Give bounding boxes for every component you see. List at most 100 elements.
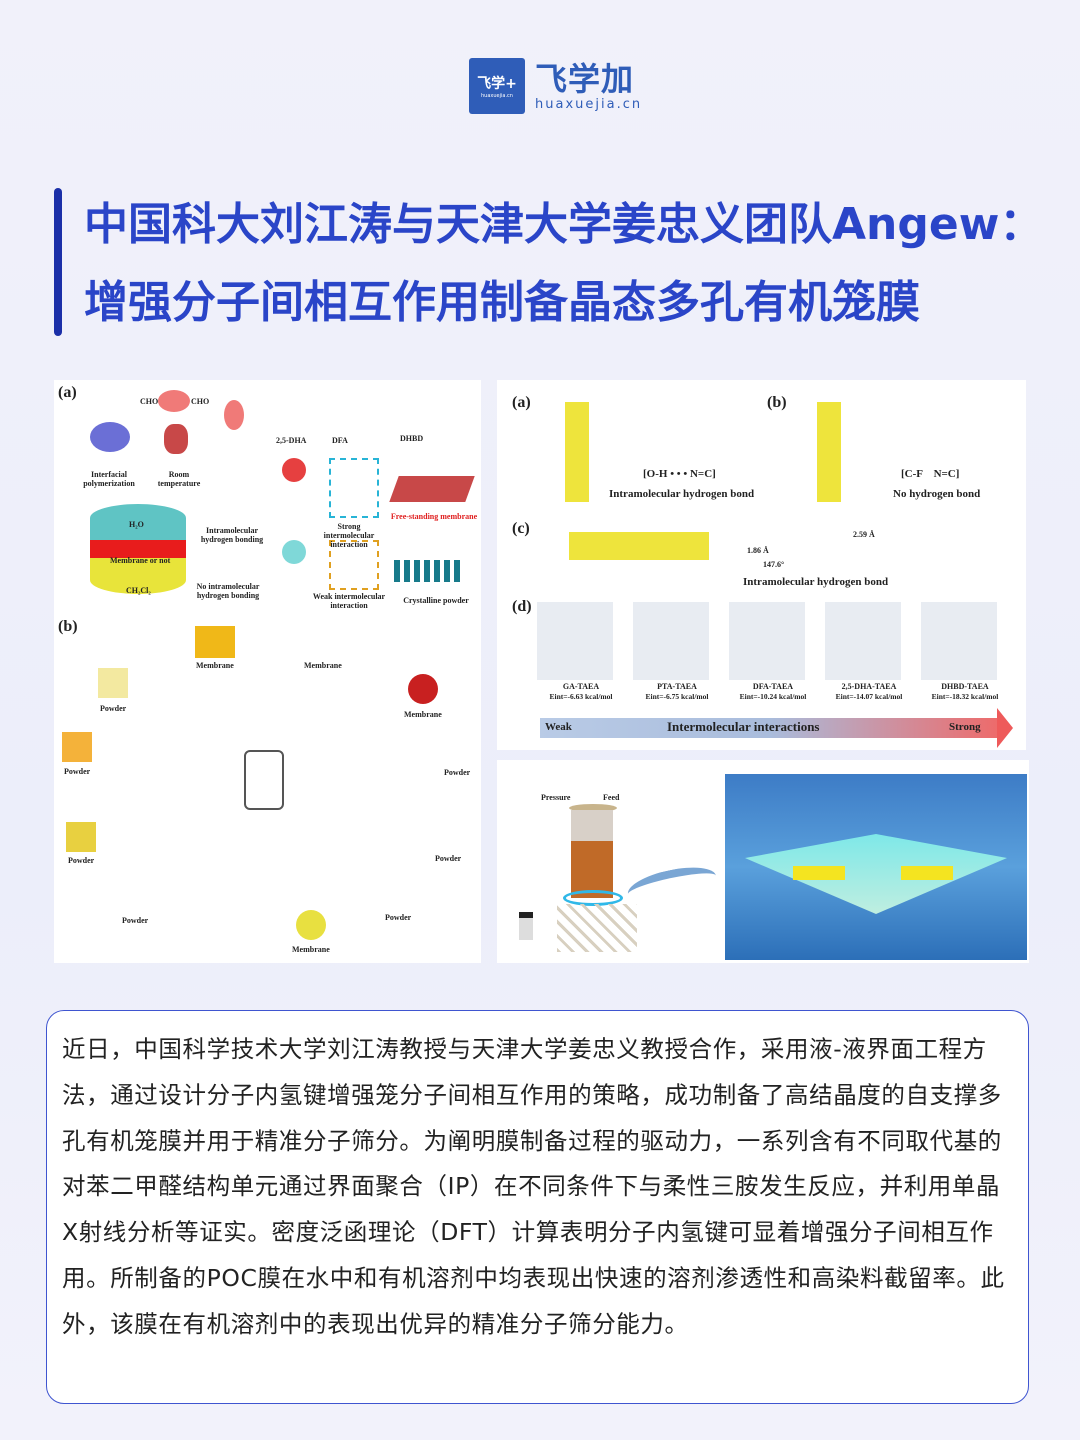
molecule-dfa: DFA [332,436,348,445]
a-caption: Intramolecular hydrogen bond [609,488,755,500]
title-line-2: 增强分子间相互作用制备晶态多孔有机笼膜 [84,277,920,328]
sample-label: Powder [68,856,95,865]
powder-photo [66,822,96,852]
weak-label: Weak intermolecular interaction [312,592,386,610]
d-item-name: PTA-TAEA [657,682,697,691]
amine-model [90,422,130,452]
figure-right-top: (a) [O-H • • • N=C] Intramolecular hydro… [497,380,1026,750]
logo-icon-text: 飞学+ [477,76,517,92]
d-item-energy: Eint=-10.24 kcal/mol [739,692,807,701]
figure-right-bottom: Pressure Feed [497,760,1029,963]
powder-photo [62,732,92,762]
no-intra-label: No intramolecular hydrogen bonding [196,582,260,600]
happy-face-icon [282,458,306,482]
molecule-25dha: 2,5-DHA [276,436,307,445]
sample-label: Powder [435,854,462,863]
lab-jack [557,904,637,952]
arrow-strong-label: Strong [949,721,981,733]
cage-structure-a [565,402,589,502]
d-item-energy: Eint=-18.32 kcal/mol [931,692,999,701]
cage-structure-c [569,532,709,560]
sample-label: Powder [444,768,471,777]
title-line-1: 中国科大刘江涛与天津大学姜忠义团队Angew： [84,199,1044,250]
aldehyde-shape-2 [224,400,244,430]
room-temp-label: Room temperature [157,470,201,488]
free-standing-label: Free-standing membrane [390,512,478,521]
ch2cl2-label: CH₂Cl₂ [126,586,151,595]
flow-arrow-icon [624,860,720,910]
logo-name: 飞学加 [535,59,635,98]
weak-cage-structure [329,540,379,590]
arrow-head-icon [997,708,1013,748]
pressure-label: Pressure [541,793,571,802]
d-item-name: 2,5-DHA-TAEA [841,682,897,691]
distance-1: 1.86 Å [747,546,769,555]
membrane-separation-illustration [725,774,1027,960]
sample-label: Membrane [304,661,342,670]
sad-face-icon [282,540,306,564]
d-item-name: GA-TAEA [562,682,600,691]
sample-label: Membrane [196,661,234,670]
page-title: 中国科大刘江涛与天津大学姜忠义团队Angew： 增强分子间相互作用制备晶态多孔有… [84,186,1074,342]
crystalline-powder-image [394,560,464,582]
sample-label: Membrane [404,710,442,719]
d-item-energy: Eint=-6.63 kcal/mol [549,692,613,701]
logo: 飞学+ huaxuejia.cn 飞学加 huaxuejia.cn [469,58,642,114]
h2o-label: H₂O [129,520,144,529]
membrane-or-not-label: Membrane or not [110,556,171,565]
panel-label-b: (b) [767,394,787,411]
logo-icon-sub: huaxuejia.cn [481,93,513,99]
sample-label: Powder [100,704,127,713]
panel-label-c: (c) [512,520,530,537]
membrane-photo [408,674,438,704]
distance-2: 2.59 Å [853,530,875,539]
triamine-center [244,750,284,810]
membrane-layer [745,834,1007,914]
d-item-name: DFA-TAEA [752,682,794,691]
panel-label-a: (a) [58,384,77,401]
cage-structure-b [817,402,841,502]
cage-model [793,866,845,880]
summary-text: 近日，中国科学技术大学刘江涛教授与天津大学姜忠义教授合作，采用液-液界面工程方法… [62,1035,1005,1338]
membrane-sheet [389,476,475,502]
panel-label-d: (d) [512,598,532,615]
cho-left: CHO [140,397,159,406]
molecule-dhbd: DHBD [400,434,424,443]
sample-label: Powder [64,767,91,776]
d-item-name: DHBD-TAEA [941,682,989,691]
summary-text-box: 近日，中国科学技术大学刘江涛教授与天津大学姜忠义教授合作，采用液-液界面工程方法… [46,1010,1029,1404]
feed-label: Feed [603,793,620,802]
membrane-photo [195,626,235,658]
panel-label-a: (a) [512,394,531,411]
cage-model [901,866,953,880]
d-item-energy: Eint=-14.07 kcal/mol [835,692,903,701]
b-bond-label: [C-F N=C] [901,468,960,480]
logo-icon: 飞学+ huaxuejia.cn [469,58,525,114]
strong-cage-structure [329,458,379,518]
title-accent-bar [54,188,62,336]
cho-right: CHO [191,397,210,406]
intra-label: Intramolecular hydrogen bonding [200,526,264,544]
angle: 147.6° [763,560,785,569]
filtration-cell [571,810,613,898]
figure-left: (a) CHO CHO 2,5-DHA DFA DHBD Interfacial… [54,380,481,963]
logo-url: huaxuejia.cn [535,96,643,112]
cell-lid [569,804,617,812]
a-bond-label: [O-H • • • N=C] [643,468,716,480]
reactor-cylinder [90,504,186,594]
membrane-photo [296,910,326,940]
crystalline-powder-label: Crystalline powder [403,596,469,605]
c-caption: Intramolecular hydrogen bond [743,576,889,588]
collection-vial [519,912,533,940]
aldehyde-model [164,424,188,454]
powder-photo [98,668,128,698]
arrow-label: Intermolecular interactions [667,719,820,734]
interfacial-label: Interfacial polymerization [83,470,135,488]
d-item-energy: Eint=-6.75 kcal/mol [645,692,709,701]
strong-label: Strong intermolecular interaction [323,522,375,549]
